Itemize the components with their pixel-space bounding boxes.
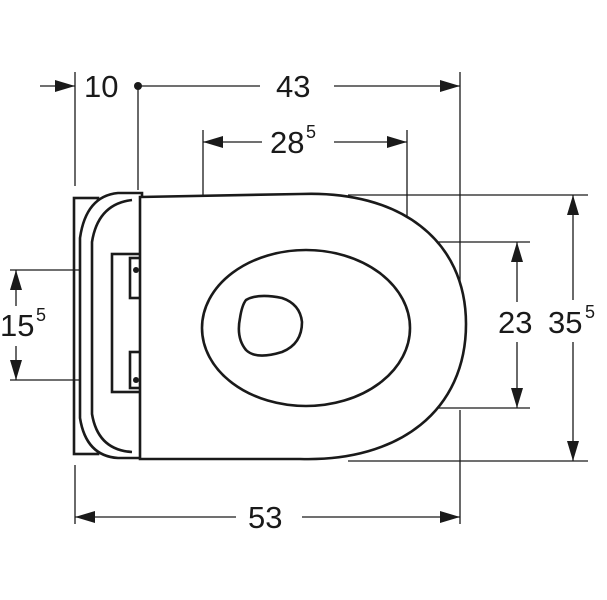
dim-fixing-spacing: 15 xyxy=(0,308,34,343)
dim-bowl-opening-width: 28 xyxy=(270,125,304,160)
hinge-block-inner xyxy=(90,198,133,454)
dim-bowl-opening-depth: 23 xyxy=(498,305,532,340)
dim-offset: 10 xyxy=(84,69,118,104)
bowl-opening xyxy=(200,248,412,408)
dim-length-axis-to-rim: 43 xyxy=(276,69,310,104)
dimension-lines xyxy=(10,80,579,523)
dim-overall-width: 35 xyxy=(548,305,582,340)
flush-outlet xyxy=(237,294,304,357)
dim-overall-length: 53 xyxy=(248,500,282,535)
dim-fixing-spacing-sup: 5 xyxy=(36,305,46,325)
dim-bowl-opening-width-sup: 5 xyxy=(306,122,316,142)
extension-lines xyxy=(10,72,588,524)
dimension-labels: 10 43 28 5 15 5 23 35 5 53 xyxy=(0,69,595,535)
dim-overall-width-sup: 5 xyxy=(585,302,595,322)
toilet-top-view xyxy=(72,191,468,461)
